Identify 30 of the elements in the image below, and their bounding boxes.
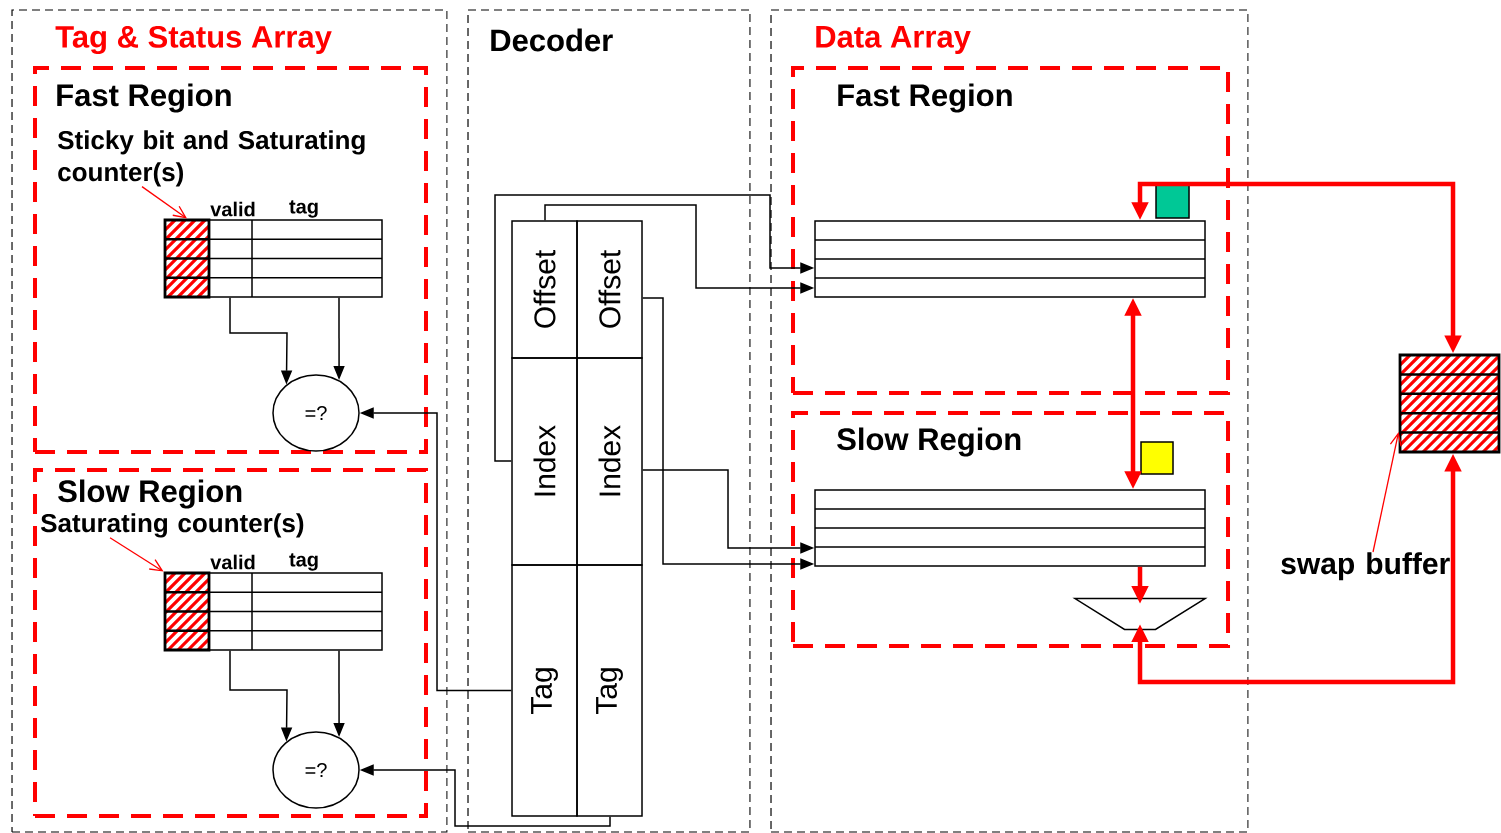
column-header: tag bbox=[289, 553, 318, 571]
heading: Fast Region bbox=[57, 83, 231, 113]
leader-line bbox=[109, 537, 164, 572]
address-field: Tag bbox=[511, 564, 578, 817]
annotation-text: swap buffer bbox=[1281, 552, 1450, 581]
data-array bbox=[814, 489, 1206, 567]
column-header: valid bbox=[210, 554, 255, 570]
address-field: Tag bbox=[576, 564, 643, 817]
heading: Fast Region bbox=[838, 83, 1012, 113]
heading: Tag & Status Array bbox=[55, 25, 332, 55]
data-array bbox=[814, 220, 1206, 298]
leader-line bbox=[1372, 432, 1402, 553]
annotation-text: Sticky bit and Saturating counter(s) bbox=[57, 130, 365, 187]
column-header: tag bbox=[289, 200, 318, 218]
annotation-text: Saturating counter(s) bbox=[40, 513, 304, 538]
address-field: Index bbox=[576, 357, 643, 566]
hatched-column bbox=[163, 571, 211, 652]
marker-square bbox=[1155, 184, 1190, 219]
address-field: Index bbox=[511, 357, 578, 566]
heading: Data Array bbox=[816, 26, 971, 54]
swap-buffer bbox=[1398, 353, 1501, 454]
hatched-column bbox=[163, 218, 211, 299]
address-field: Offset bbox=[576, 220, 643, 359]
marker-square bbox=[1140, 441, 1174, 475]
leader-line bbox=[141, 186, 187, 219]
address-field: Offset bbox=[511, 220, 578, 359]
heading: Decoder bbox=[491, 28, 613, 52]
heading: Slow Region bbox=[837, 427, 1021, 457]
heading: Slow Region bbox=[58, 479, 242, 509]
column-header: valid bbox=[210, 201, 255, 217]
